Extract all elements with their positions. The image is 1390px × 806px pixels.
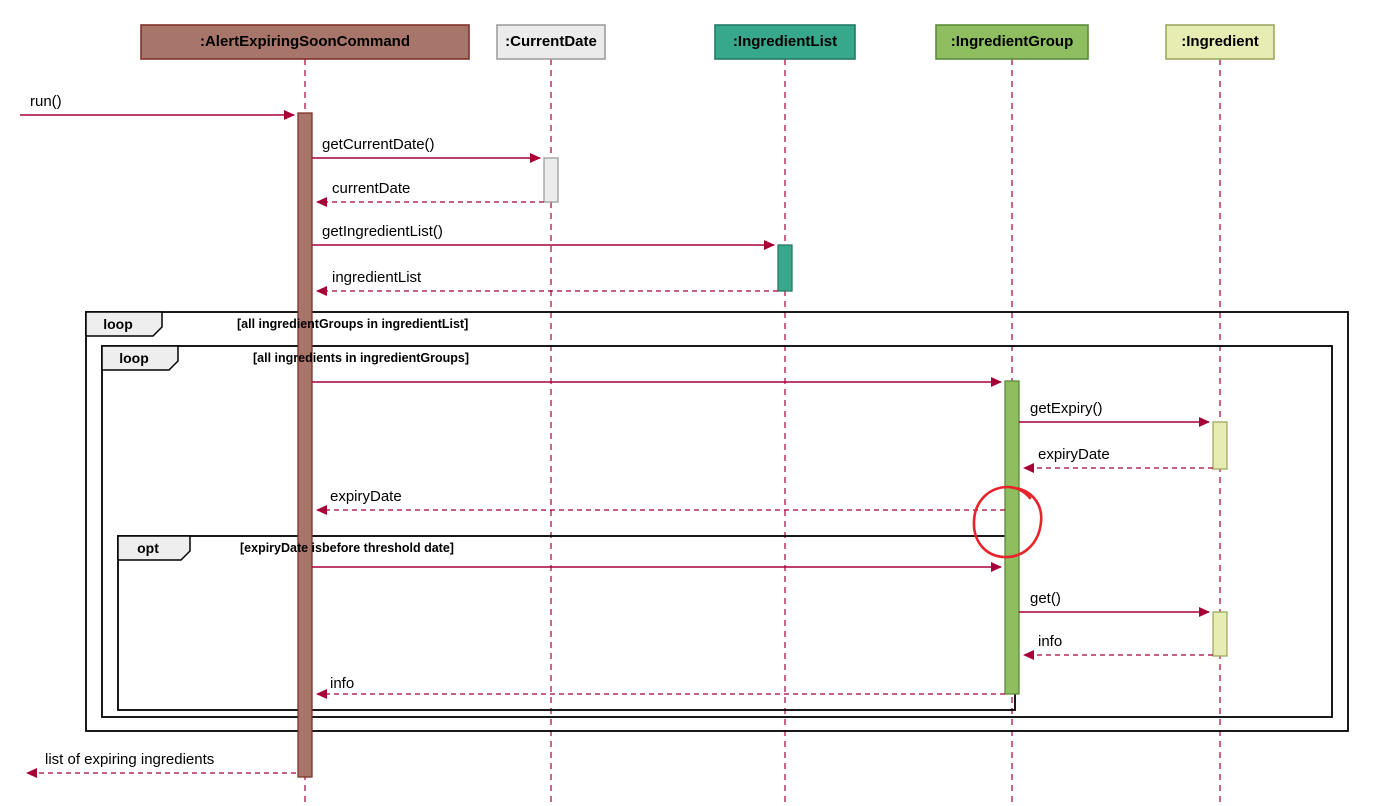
participant-box-ingredient-list bbox=[714, 24, 856, 60]
message-label-get-ingredient-list: getIngredientList() bbox=[322, 223, 443, 240]
participant-box-current-date bbox=[496, 24, 606, 60]
message-label-info-inner: info bbox=[1038, 633, 1063, 650]
participant-label-ingredient: :Ingredient bbox=[1181, 33, 1259, 50]
participant-label-current-date: :CurrentDate bbox=[505, 33, 597, 50]
loop-keyword-inner: loop bbox=[119, 350, 149, 366]
opt-keyword: opt bbox=[137, 540, 159, 556]
message-label-current-date-return: currentDate bbox=[332, 180, 411, 197]
activation-ingredient-list bbox=[777, 244, 793, 292]
loop-tab-outer bbox=[85, 311, 163, 337]
loop-condition-inner: [all ingredients in ingredientGroups] bbox=[253, 351, 469, 365]
participant-box-alert-expiring-soon-command bbox=[140, 24, 470, 60]
loop-frame-inner bbox=[101, 345, 1333, 718]
message-label-get-current-date: getCurrentDate() bbox=[322, 136, 435, 153]
participant-label-ingredient-list: :IngredientList bbox=[732, 33, 838, 50]
participant-label-alert-expiring-soon-command: :AlertExpiringSoonCommand bbox=[199, 33, 410, 50]
message-label-expiry-date-outer: expiryDate bbox=[330, 488, 402, 505]
message-label-get-expiry: getExpiry() bbox=[1030, 400, 1103, 417]
loop-keyword-outer: loop bbox=[103, 316, 133, 332]
activation-ingredient-2 bbox=[1212, 611, 1228, 657]
opt-tab bbox=[117, 535, 191, 561]
hand-drawn-circle-annotation bbox=[972, 485, 1043, 559]
activation-ingredient-group bbox=[1004, 380, 1020, 695]
activation-current-date bbox=[543, 157, 559, 203]
participant-box-ingredient bbox=[1165, 24, 1275, 60]
message-label-ingredient-list-return: ingredientList bbox=[332, 269, 422, 286]
message-label-get: get() bbox=[1030, 590, 1061, 607]
participant-label-ingredient-group: :IngredientGroup bbox=[950, 33, 1074, 50]
message-label-run: run() bbox=[30, 93, 62, 110]
opt-condition: [expiryDate isbefore threshold date] bbox=[240, 541, 454, 555]
activation-alert-expiring-soon-command bbox=[297, 112, 313, 778]
loop-tab-inner bbox=[101, 345, 179, 371]
participant-box-ingredient-group bbox=[935, 24, 1089, 60]
activation-ingredient-1 bbox=[1212, 421, 1228, 470]
loop-condition-outer: [all ingredientGroups in ingredientList] bbox=[237, 317, 469, 331]
opt-frame bbox=[117, 535, 1016, 711]
message-label-expiry-date-inner: expiryDate bbox=[1038, 446, 1110, 463]
message-label-info-outer: info bbox=[330, 675, 355, 692]
message-label-final-return: list of expiring ingredients bbox=[45, 751, 215, 768]
loop-frame-outer bbox=[85, 311, 1349, 732]
